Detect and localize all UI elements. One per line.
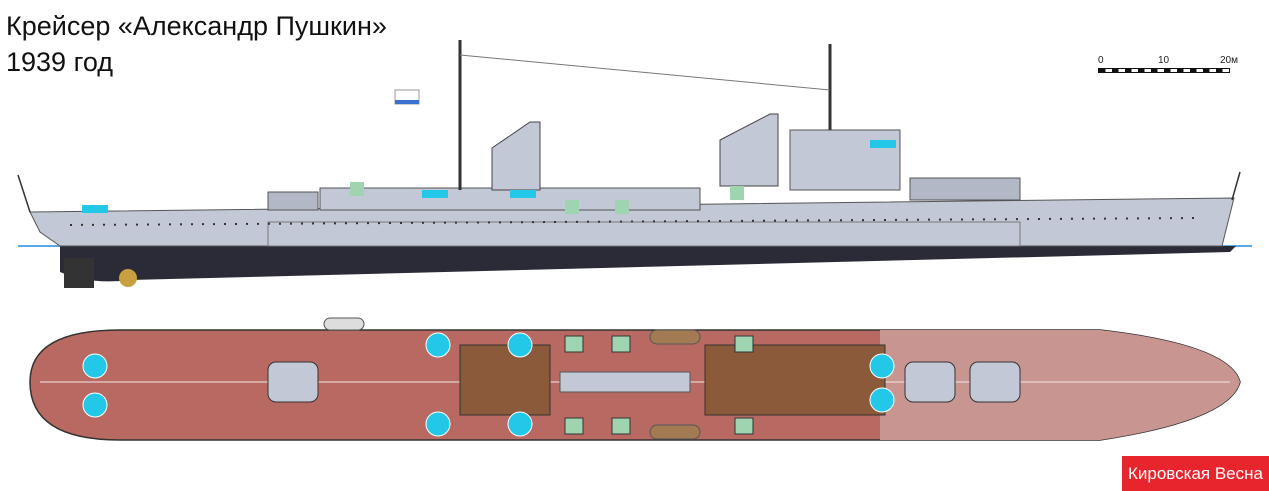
side-profile — [17, 40, 1252, 288]
secondary-gun-2 — [565, 200, 579, 214]
secondary-gun-4 — [730, 186, 744, 200]
hull-lower — [60, 246, 1236, 282]
aa-gun-mid1 — [422, 190, 448, 198]
main-turret-aft — [267, 361, 319, 403]
boat-3 — [649, 424, 701, 440]
catapult — [559, 371, 691, 393]
aa-mount-aft-stbd — [82, 392, 108, 418]
aa-mount-5 — [869, 353, 895, 379]
main-turret-fwd2 — [969, 361, 1021, 403]
turret-fwd-side — [909, 177, 1021, 201]
scale-label-0: 0 — [1098, 55, 1104, 66]
aa-mount-aft-port — [82, 353, 108, 379]
main-turret-fwd1 — [904, 361, 956, 403]
sec-gun-top-5 — [611, 417, 631, 435]
ship-title: Крейсер «Александр Пушкин» 1939 год — [6, 8, 387, 80]
bow-staff — [1231, 171, 1241, 201]
scale-label-20: 20м — [1220, 55, 1238, 66]
aa-gun-mid2 — [510, 190, 536, 198]
flag-stripe — [395, 100, 419, 104]
scale-bar: 0 10 20м — [1098, 55, 1238, 81]
sec-gun-top-1 — [564, 335, 584, 353]
porthole-row — [69, 217, 1201, 226]
secondary-gun-1 — [350, 182, 364, 196]
rudder — [64, 258, 94, 288]
aa-gun-bridge — [870, 140, 896, 148]
sec-gun-top-6 — [734, 417, 754, 435]
sec-gun-top-4 — [564, 417, 584, 435]
funnel-aft — [491, 121, 541, 191]
rigging — [459, 54, 831, 91]
aa-mount-3 — [425, 411, 451, 437]
boat-1 — [323, 317, 365, 331]
propeller — [119, 269, 137, 287]
sec-gun-top-3 — [734, 335, 754, 353]
top-view — [29, 317, 1241, 441]
aa-mount-1 — [425, 332, 451, 358]
sec-gun-top-2 — [611, 335, 631, 353]
boat-2 — [649, 329, 701, 345]
jackstaff — [17, 174, 31, 213]
turret-aft-side — [267, 191, 319, 211]
armor-belt — [267, 221, 1021, 247]
ship-name: Крейсер «Александр Пушкин» — [6, 11, 387, 41]
secondary-gun-3 — [615, 200, 629, 214]
fwd-superstructure — [704, 344, 886, 416]
forecastle-deck — [880, 330, 1240, 440]
watermark-badge: Кировская Весна — [1122, 456, 1269, 491]
aa-mount-4 — [507, 411, 533, 437]
aa-mount-2 — [507, 332, 533, 358]
aft-superstructure — [459, 344, 551, 416]
scale-ruler — [1098, 68, 1230, 73]
aa-gun-aft — [82, 205, 108, 213]
aa-mount-6 — [869, 387, 895, 413]
bridge — [789, 129, 901, 191]
scale-label-10: 10 — [1158, 55, 1170, 66]
ship-year: 1939 год — [6, 47, 113, 77]
funnel-fwd — [719, 113, 779, 187]
